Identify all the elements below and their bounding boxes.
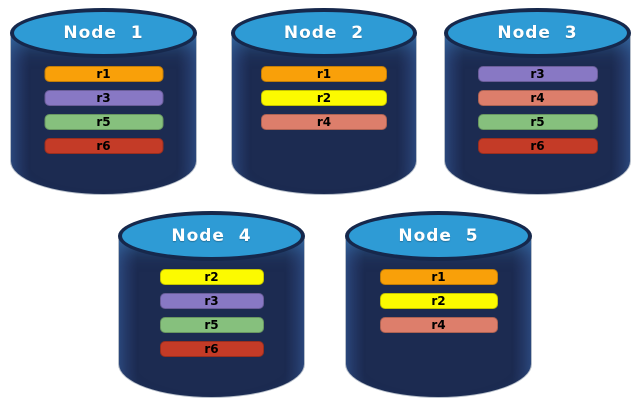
- replica-bar-r6: r6: [477, 138, 598, 154]
- replica-bar-r4: r4: [261, 114, 387, 130]
- replica-bar-list: r1 r2 r4: [261, 66, 387, 130]
- replica-bar-r5: r5: [159, 317, 264, 333]
- node-title: Node 2: [283, 23, 365, 43]
- replica-bar-list: r1 r3 r5 r6: [44, 66, 163, 154]
- cylinder-top-ellipse: Node 2: [231, 8, 417, 58]
- replica-bar-r4: r4: [379, 317, 498, 333]
- replica-bar-r5: r5: [477, 114, 598, 130]
- cylinder-top-ellipse: Node 4: [118, 211, 305, 261]
- cylinder-top-ellipse: Node 3: [444, 8, 631, 58]
- replica-bar-r1: r1: [379, 269, 498, 285]
- node-title: Node 4: [171, 226, 252, 246]
- replica-bar-r2: r2: [379, 293, 498, 309]
- replica-bar-r6: r6: [159, 341, 264, 357]
- replica-bar-r3: r3: [477, 66, 598, 82]
- replica-bar-r3: r3: [159, 293, 264, 309]
- replica-bar-r3: r3: [44, 90, 163, 106]
- replica-bar-r5: r5: [44, 114, 163, 130]
- replica-bar-list: r3 r4 r5 r6: [477, 66, 598, 154]
- cylinder-top-ellipse: Node 5: [345, 211, 532, 261]
- replica-bar-r6: r6: [44, 138, 163, 154]
- replica-bar-r1: r1: [261, 66, 387, 82]
- node-cylinder-2: Node 2 r1 r2 r4: [231, 8, 417, 195]
- node-title: Node 5: [398, 226, 479, 246]
- node-title: Node 3: [497, 23, 578, 43]
- replica-bar-r1: r1: [44, 66, 163, 82]
- node-title: Node 1: [63, 23, 144, 43]
- node-cylinder-4: Node 4 r2 r3 r5 r6: [118, 211, 305, 398]
- node-cylinder-3: Node 3 r3 r4 r5 r6: [444, 8, 631, 195]
- replica-bar-r2: r2: [159, 269, 264, 285]
- replica-bar-r4: r4: [477, 90, 598, 106]
- cylinder-top-ellipse: Node 1: [10, 8, 197, 58]
- replica-bar-list: r2 r3 r5 r6: [159, 269, 264, 357]
- replica-bar-r2: r2: [261, 90, 387, 106]
- node-cylinder-5: Node 5 r1 r2 r4: [345, 211, 532, 398]
- node-cylinder-1: Node 1 r1 r3 r5 r6: [10, 8, 197, 195]
- replica-bar-list: r1 r2 r4: [379, 269, 498, 333]
